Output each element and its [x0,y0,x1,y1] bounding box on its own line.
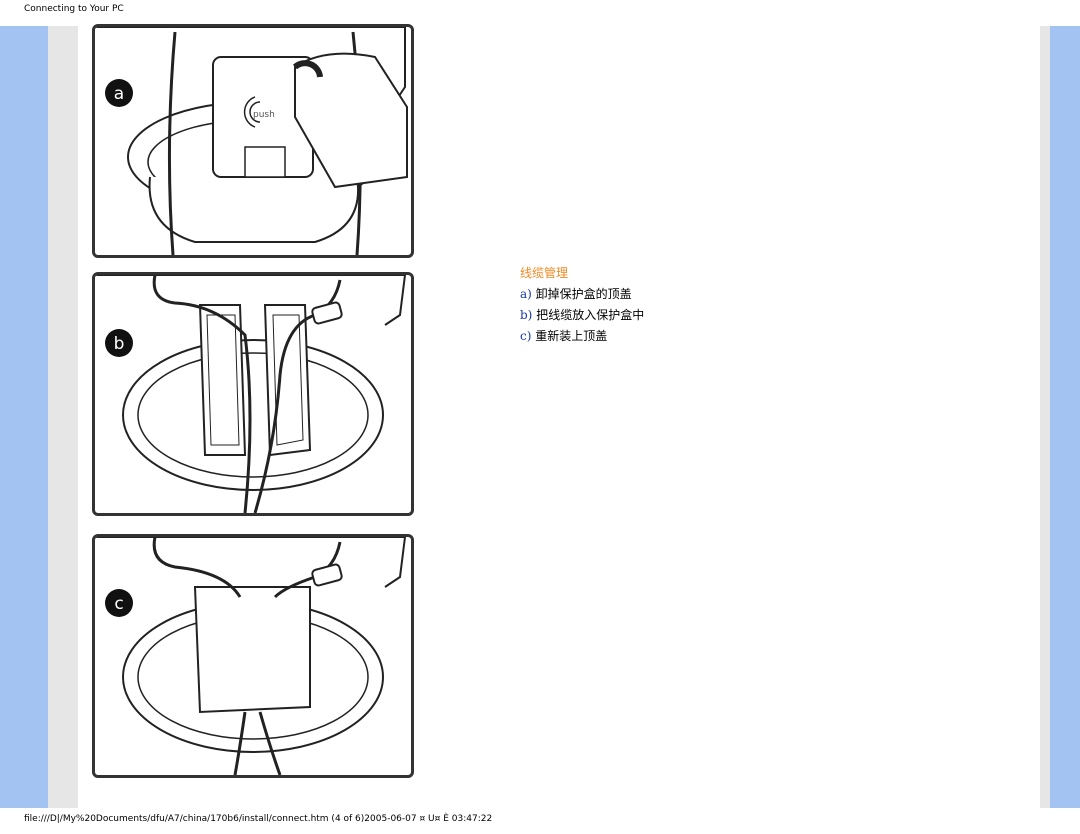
step-item-a: a) 卸掉保护盒的顶盖 [520,285,644,302]
place-cables-illustration: b [95,275,407,513]
push-label: push [253,110,275,120]
step-item-c: c) 重新装上顶盖 [520,327,644,344]
step-item-b: b) 把线缆放入保护盒中 [520,306,644,323]
replace-cover-illustration: c [95,537,407,775]
panel-a-letter: a [114,84,124,104]
remove-cover-illustration: push a [95,27,408,255]
step-label: a) [520,287,532,301]
step-text: 把线缆放入保护盒中 [536,308,645,322]
step-text: 重新装上顶盖 [535,329,608,343]
panel-c-letter: c [114,594,123,614]
illustration-panel-c: c [92,534,414,778]
page-footer-path: file:///D|/My%20Documents/dfu/A7/china/1… [24,814,493,824]
step-label: b) [520,308,533,322]
cable-management-steps: 线缆管理 a) 卸掉保护盒的顶盖 b) 把线缆放入保护盒中 c) 重新装上顶盖 [520,264,644,348]
step-text: 卸掉保护盒的顶盖 [535,287,632,301]
left-side-bar-shade [48,26,78,808]
step-label: c) [520,329,532,343]
right-side-bar-shade [1040,26,1050,808]
right-side-bar [1050,26,1080,808]
page-header-title: Connecting to Your PC [24,4,124,14]
illustration-panel-a: push a [92,24,414,258]
illustration-panel-b: b [92,272,414,516]
panel-b-letter: b [114,334,125,354]
steps-heading: 线缆管理 [520,266,569,280]
left-side-bar [0,26,48,808]
